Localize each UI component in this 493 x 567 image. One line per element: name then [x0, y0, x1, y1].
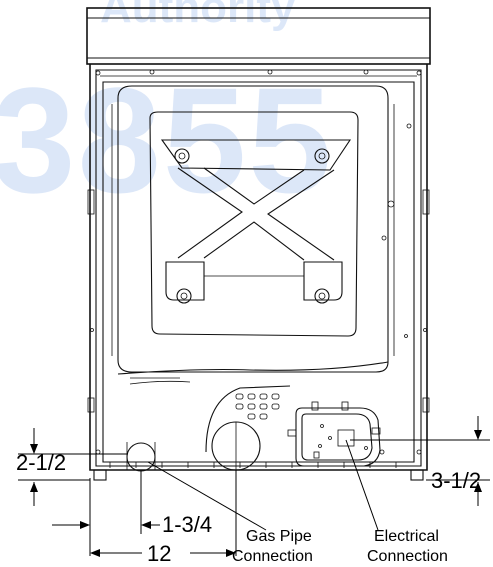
top-console	[86, 7, 431, 65]
exhaust-area	[205, 385, 291, 471]
rear-panel-contour	[111, 85, 395, 385]
gas-leader-line	[147, 461, 267, 531]
left-leveling-foot	[93, 469, 107, 481]
offset-label: 1-3/4	[162, 512, 212, 537]
electrical-terminal-block	[287, 401, 385, 467]
right-leveling-foot	[410, 469, 424, 481]
left-height-label: 2-1/2	[16, 450, 66, 475]
gas-label-line1: Gas Pipe	[246, 528, 312, 545]
watermark-top-text: Authority	[100, 0, 296, 32]
gas-label-line2: Connection	[232, 548, 313, 565]
dimension-labels: 2-1/2 3-1/2 1-3/4 12 Gas Pipe Connection…	[16, 450, 481, 566]
electrical-leader-line	[345, 439, 379, 531]
electrical-label-line2: Connection	[367, 548, 448, 565]
gas-pipe-connection	[126, 442, 156, 472]
dimension-lines	[18, 416, 490, 557]
width-label: 12	[147, 541, 171, 566]
vent-slots	[235, 393, 280, 420]
electrical-label-line1: Electrical	[374, 528, 439, 545]
right-height-label: 3-1/2	[431, 468, 481, 493]
